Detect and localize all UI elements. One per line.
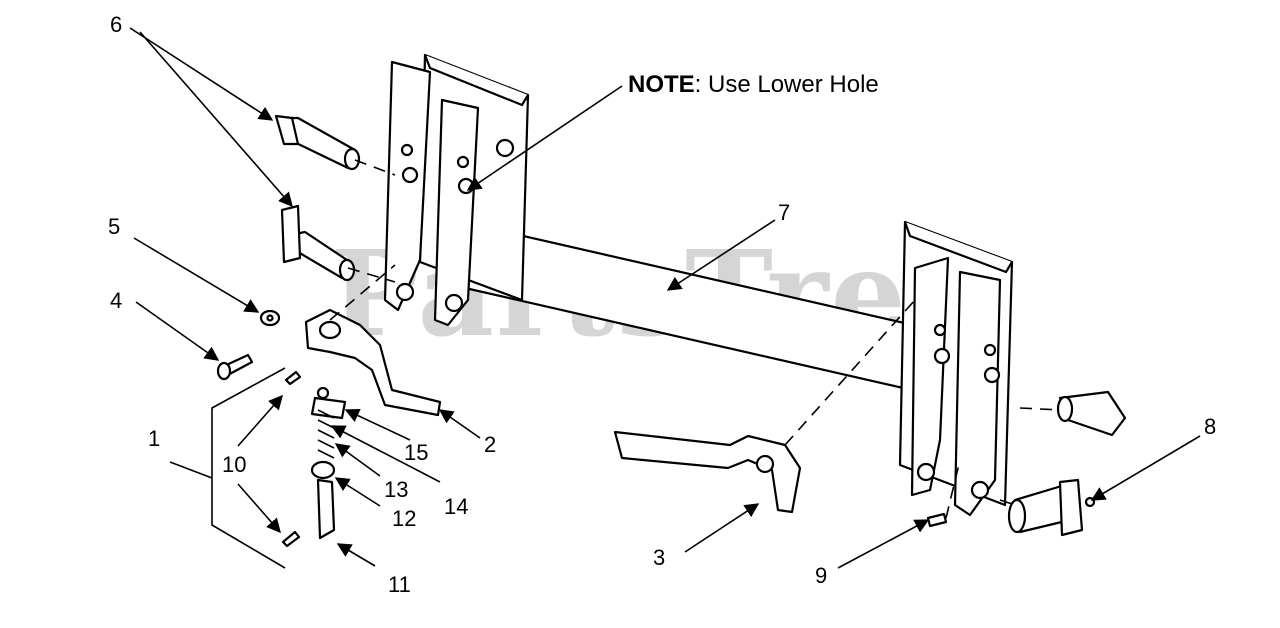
callout-6: 6: [110, 12, 122, 37]
callout-15: 15: [404, 440, 428, 465]
callout-10-upper: 10: [222, 452, 246, 477]
right-bracket: [898, 220, 1014, 517]
clevis-pin-upper: [274, 114, 361, 171]
callout-12: 12: [392, 506, 416, 531]
callout-14: 14: [444, 494, 468, 519]
callout-5: 5: [108, 214, 120, 239]
callout-8: 8: [1204, 414, 1216, 439]
group-bracket: [211, 367, 286, 569]
lever-arm-left: [304, 308, 442, 417]
bolt: [216, 353, 254, 381]
callout-4: 4: [110, 288, 122, 313]
washer: [259, 309, 281, 327]
clevis-pin-right: [1007, 390, 1127, 537]
callout-labels: 1 2 3 4 5 6 7 8 9 10 10 11 12 13 14 15: [108, 12, 1216, 597]
roll-pin-lower: [281, 530, 301, 548]
callout-11: 11: [388, 572, 411, 597]
callout-3: 3: [653, 545, 665, 570]
note-label: NOTE: [628, 71, 695, 98]
lever-arm-center: [613, 430, 802, 514]
left-bracket: [383, 53, 530, 327]
callout-9: 9: [815, 563, 827, 588]
roll-pin-upper: [284, 370, 302, 386]
clevis-pin-lower: [280, 204, 356, 282]
callout-13: 13: [384, 477, 408, 502]
spring-assembly: [310, 386, 347, 540]
note-text: : Use Lower Hole: [695, 71, 879, 98]
svg-text:NOTE: Use Lower Hole: NOTE: Use Lower Hole: [628, 71, 879, 98]
callout-1: 1: [148, 426, 160, 451]
leader-lines: [129, 27, 1201, 569]
callout-7: 7: [778, 200, 790, 225]
note: NOTE: Use Lower Hole: [628, 71, 879, 98]
callout-2: 2: [484, 432, 496, 457]
cotter-pin: [926, 512, 948, 528]
assembly-lines: [329, 159, 1061, 519]
